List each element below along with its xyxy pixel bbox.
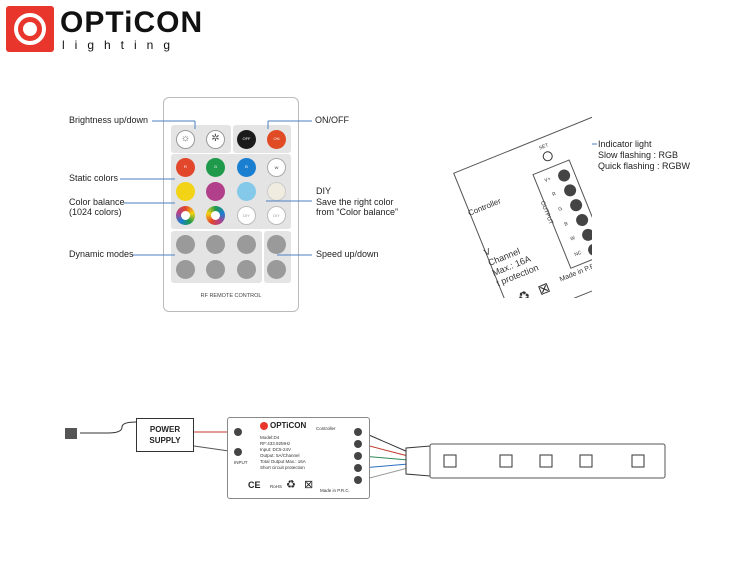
diy-button-2-label: DIY: [273, 213, 280, 218]
output-screw-icon: [354, 464, 362, 472]
color-white-button[interactable]: W: [267, 158, 286, 177]
ce-mark: CE: [248, 480, 261, 490]
recycle-icon: ♻: [286, 479, 296, 491]
controller-output: Output: 5A/Channel: [260, 453, 300, 458]
plug-body-icon: [65, 428, 77, 439]
color-cyan-button[interactable]: [237, 182, 256, 201]
brand-sub: lighting: [62, 38, 181, 52]
on-button-label: ON: [273, 136, 280, 141]
label-diy: DIY: [316, 186, 332, 196]
rohs-mark: RoHS: [270, 484, 283, 489]
power-supply-line1: POWER: [149, 425, 181, 434]
controller-short: Short circuit protection: [260, 465, 305, 470]
mains-cable: [80, 421, 137, 434]
on-button[interactable]: ON: [267, 130, 286, 149]
controller-total: Total Output Max.: 16A: [260, 459, 306, 464]
controller-model: Model:D4: [260, 435, 280, 440]
off-button-label: OFF: [242, 136, 251, 141]
output-screw-icon: [354, 440, 362, 448]
label-diy-sub1: Save the right color: [316, 197, 394, 207]
diy-button-1[interactable]: DIY: [237, 206, 256, 225]
brand-name: OPTiCON: [60, 6, 204, 39]
label-speed: Speed up/down: [316, 249, 379, 259]
logo-ring-icon: [14, 13, 46, 45]
color-purple-button[interactable]: [206, 182, 225, 201]
brightness-down-button[interactable]: ✲: [206, 130, 225, 149]
label-quick-flash: Quick flashing : RGBW: [598, 161, 691, 171]
dynamic-mode-button[interactable]: [206, 260, 225, 279]
label-on-off: ON/OFF: [315, 115, 349, 125]
weee-bin-icon: ⊠: [304, 479, 314, 491]
brand-logo: [6, 6, 54, 52]
controller-brand: OPTiCON: [270, 421, 307, 430]
logo-dot-icon: [23, 22, 37, 36]
speed-up-button[interactable]: [267, 235, 286, 254]
dynamic-mode-button[interactable]: [176, 260, 195, 279]
color-blue-label: B: [245, 164, 248, 169]
led-chip-icon: [539, 454, 553, 468]
led-chip-icon: [443, 454, 457, 468]
dynamic-mode-button[interactable]: [176, 235, 195, 254]
output-screw-icon: [354, 452, 362, 460]
diy-button-2[interactable]: DIY: [267, 206, 286, 225]
speed-down-button[interactable]: [267, 260, 286, 279]
power-supply-line2: SUPPLY: [149, 436, 181, 445]
diy-button-1-label: DIY: [243, 213, 250, 218]
remote-footer: RF REMOTE CONTROL: [200, 293, 262, 299]
label-color-balance: Color balance: [69, 197, 125, 207]
color-white-label: W: [274, 165, 279, 170]
input-screw-icon: [234, 448, 242, 456]
rf-remote-control: ☼ ✲ OFF ON R G B W DIY DIY RF REMOTE CON…: [163, 97, 299, 312]
color-green-button[interactable]: G: [206, 158, 225, 177]
color-blue-button[interactable]: B: [237, 158, 256, 177]
controller-input: Input: DC5-24V: [260, 447, 292, 452]
led-chip-icon: [631, 454, 645, 468]
led-chip-icon: [579, 454, 593, 468]
label-diy-sub2: from “Color balance”: [316, 207, 399, 217]
controller-unit: OPTiCON Controller Model:D4 RF:433.92MHz…: [227, 417, 370, 499]
controller-rf: RF:433.92MHz: [260, 441, 291, 446]
strip-connector: [405, 445, 431, 477]
color-balance-button-1[interactable]: [176, 206, 195, 225]
led-chip-icon: [499, 454, 513, 468]
dynamic-mode-button[interactable]: [206, 235, 225, 254]
dynamic-mode-button[interactable]: [237, 260, 256, 279]
label-dynamic-modes: Dynamic modes: [69, 249, 134, 259]
label-color-balance-sub: (1024 colors): [69, 207, 122, 217]
power-supply-box: POWER SUPPLY: [136, 418, 194, 452]
off-button[interactable]: OFF: [237, 130, 256, 149]
output-screw-icon: [354, 476, 362, 484]
color-red-label: R: [184, 164, 187, 169]
led-strip-leds: [443, 454, 645, 468]
color-green-label: G: [213, 164, 218, 169]
color-yellow-button[interactable]: [176, 182, 195, 201]
controller-made-in: Made in P.R.C.: [320, 488, 350, 493]
brightness-up-button[interactable]: ☼: [176, 130, 195, 149]
color-red-button[interactable]: R: [176, 158, 195, 177]
label-static-colors: Static colors: [69, 173, 119, 183]
controller-title: Controller: [316, 426, 336, 431]
input-screw-icon: [234, 428, 242, 436]
controller-input-label: INPUT: [234, 460, 248, 465]
label-brightness: Brightness up/down: [69, 115, 149, 125]
color-balance-button-2[interactable]: [206, 206, 225, 225]
label-indicator: Indicator light: [598, 139, 652, 149]
dynamic-mode-button[interactable]: [237, 235, 256, 254]
output-screw-icon: [354, 428, 362, 436]
controller-logo-icon: [260, 422, 268, 430]
label-slow-flash: Slow flashing : RGB: [598, 150, 679, 160]
